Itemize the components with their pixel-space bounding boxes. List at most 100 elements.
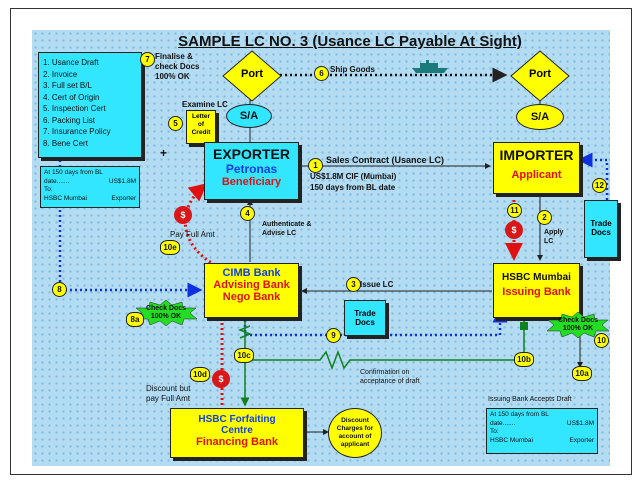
doc-item: 7. Insurance Policy	[43, 127, 111, 136]
draft-line: At 150 days from BL	[44, 169, 103, 176]
draft-line: date.......US$1.8M	[44, 177, 136, 185]
ship-goods-label: Ship Goods	[330, 65, 375, 74]
step-10b: 10b	[514, 352, 534, 367]
importer-title: IMPORTER	[499, 147, 574, 163]
discount-line: applicant	[340, 441, 370, 448]
draft-line: date.......US$1.8M	[490, 419, 594, 427]
letter-of-credit: Letter of Credit	[186, 110, 216, 144]
exporter-name: Petronas	[225, 162, 278, 176]
cimb-title: CIMB Bank	[222, 267, 281, 279]
port-right: Port	[510, 50, 570, 102]
discount-charges-oval: Discount Charges for account of applican…	[328, 408, 382, 458]
importer-box: IMPORTER Applicant	[493, 142, 580, 194]
step-6: 6	[314, 66, 329, 81]
draft-to-label: To:	[44, 186, 53, 193]
doc-item: 6. Packing List	[43, 115, 96, 125]
draft-left: At 150 days from BL date.......US$1.8M T…	[40, 166, 140, 208]
step-10d: 10d	[190, 367, 210, 382]
trade-docs-line: Trade	[354, 309, 376, 318]
sa-right: S/A	[516, 104, 564, 130]
trade-docs-mid: Trade Docs	[344, 300, 386, 336]
step-3: 3	[346, 277, 361, 292]
hsbc-mumbai-box: HSBC Mumbai Issuing Bank	[493, 263, 580, 318]
discount-line: account of	[338, 433, 372, 440]
hsbc-mumbai-role: Issuing Bank	[502, 286, 571, 298]
doc-item: 5. Inspection Cert	[43, 104, 106, 113]
page-title: SAMPLE LC NO. 3 (Usance LC Payable At Si…	[178, 33, 522, 50]
forfaiting-title: HSBC Forfaiting	[198, 414, 276, 425]
loc-line: of	[197, 121, 205, 128]
trade-docs-line: Trade	[590, 219, 612, 228]
discount-line: Charges for	[336, 425, 374, 432]
cimb-role: Advising Bank	[213, 279, 290, 291]
forfaiting-role: Financing Bank	[196, 436, 278, 448]
days-label: 150 days from BL date	[310, 183, 396, 192]
amount-label: US$1.8M CIF (Mumbai)	[310, 172, 397, 181]
step-12: 12	[592, 178, 607, 193]
cimb-role: Nego Bank	[222, 291, 281, 303]
step-1: 1	[308, 158, 323, 173]
authenticate-label: Authenticate &Advise LC	[262, 221, 312, 237]
trade-docs-right: Trade Docs	[584, 200, 618, 258]
examine-lc-label: Examine LC	[182, 100, 228, 109]
acceptance-line	[245, 320, 525, 371]
exporter-role: Beneficiary	[221, 176, 282, 188]
doc-item: 8. Bene Cert	[43, 138, 88, 148]
ship-icon	[412, 60, 448, 73]
doc-item: 1. Usance Draft	[43, 58, 99, 67]
loc-line: Credit	[191, 129, 211, 136]
issue-lc-label: Issue LC	[360, 280, 394, 289]
documents-list: 1. Usance Draft 2. Invoice 3. Full set B…	[38, 52, 142, 158]
port-left: Port	[222, 50, 282, 102]
exporter-title: EXPORTER	[212, 146, 290, 162]
money-bag-icon: $	[174, 206, 192, 224]
draft-to-label: To:	[490, 428, 499, 435]
hsbc-mumbai-title: HSBC Mumbai	[502, 272, 571, 283]
step-10: 10	[594, 333, 609, 348]
doc-item: 4. Cert of Origin	[43, 92, 100, 102]
money-bag-icon: $	[212, 370, 230, 388]
pay-full-arrow	[183, 183, 216, 267]
loc-line: Letter	[191, 113, 211, 120]
money-bag-icon: $	[505, 221, 523, 239]
cimb-box: CIMB Bank Advising Bank Nego Bank	[204, 263, 299, 318]
step-5: 5	[168, 116, 183, 131]
step-10e: 10e	[160, 240, 180, 255]
docs-to-importer-arrow	[577, 152, 609, 260]
trade-docs-line: Docs	[591, 228, 611, 237]
port-label: Port	[529, 68, 551, 80]
pay-full-label: Pay Full Amt	[170, 230, 215, 239]
step-8a: 8a	[126, 312, 144, 327]
doc-item: 2. Invoice	[43, 69, 78, 79]
doc-item: 3. Full set B/L	[43, 81, 92, 90]
hsbc-forfaiting-box: HSBC Forfaiting Centre Financing Bank	[170, 408, 304, 458]
step-9: 9	[326, 328, 341, 343]
discount-line: Discount	[341, 417, 369, 424]
step-10c: 10c	[234, 348, 254, 363]
step-11: 11	[507, 203, 522, 218]
step-2: 2	[537, 210, 552, 225]
step-7: 7	[140, 52, 155, 67]
plus-sign: +	[160, 146, 168, 160]
exporter-box: EXPORTER Petronas Beneficiary	[204, 142, 299, 200]
step-8: 8	[52, 282, 67, 297]
importer-role: Applicant	[511, 169, 562, 181]
draft-right: At 150 days from BL date.......US$1.8M T…	[486, 408, 598, 454]
step-4: 4	[240, 206, 255, 221]
sales-contract-label: Sales Contract (Usance LC)	[326, 155, 445, 165]
trade-docs-line: Docs	[355, 318, 375, 327]
forfaiting-title: Centre	[221, 425, 253, 436]
step-10a: 10a	[572, 366, 592, 381]
issuing-accepts-label: Issuing Bank Accepts Draft	[488, 396, 572, 403]
sa-left: S/A	[226, 104, 272, 128]
draft-line: At 150 days from BL	[490, 411, 549, 418]
port-label: Port	[241, 68, 263, 80]
